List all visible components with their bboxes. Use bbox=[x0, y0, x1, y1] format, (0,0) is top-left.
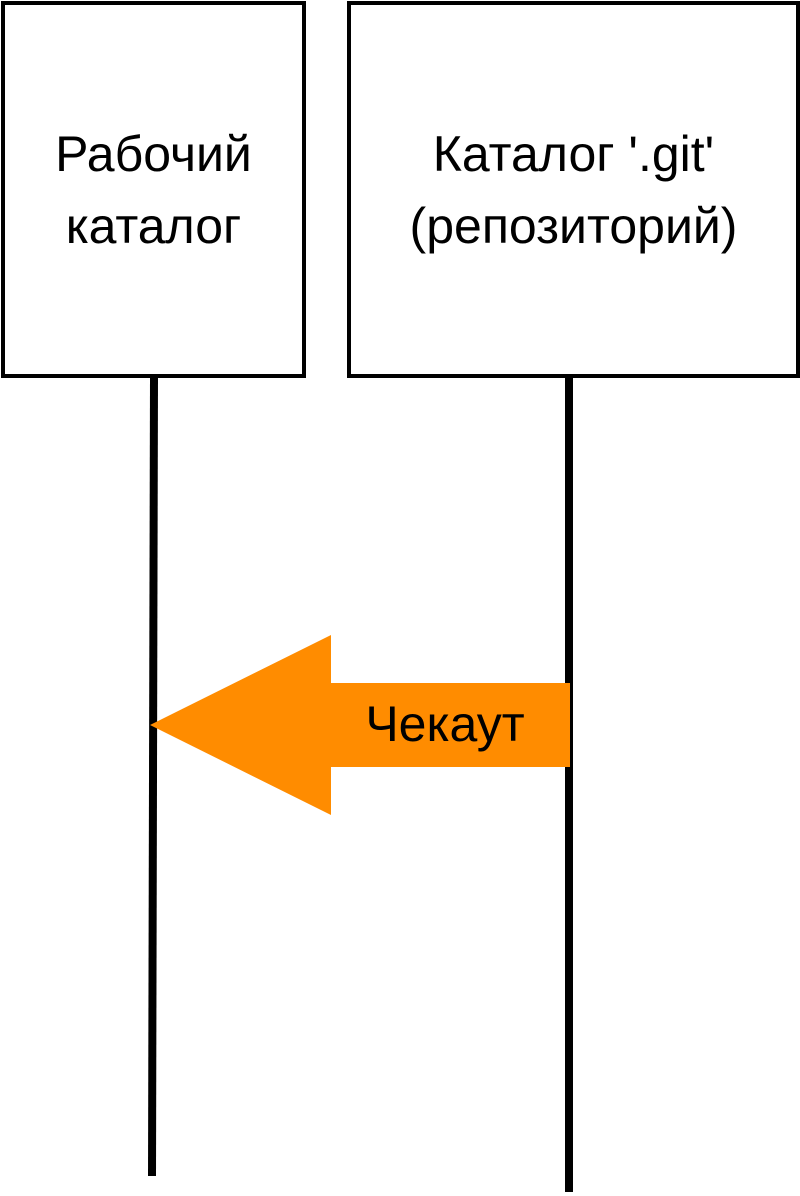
repository-box: Каталог '.git' (репозиторий) bbox=[347, 1, 800, 378]
working-directory-label-line1: Рабочий bbox=[55, 125, 252, 182]
checkout-label: Чекаут bbox=[365, 696, 525, 752]
checkout-arrow bbox=[150, 635, 570, 815]
working-directory-box: Рабочий каталог bbox=[1, 1, 306, 378]
lifeline-working-dir bbox=[148, 377, 158, 1177]
repository-label-line2: (репозиторий) bbox=[409, 197, 738, 254]
working-directory-label-line2: каталог bbox=[65, 197, 242, 254]
repository-label-line1: Каталог '.git' bbox=[432, 125, 715, 182]
